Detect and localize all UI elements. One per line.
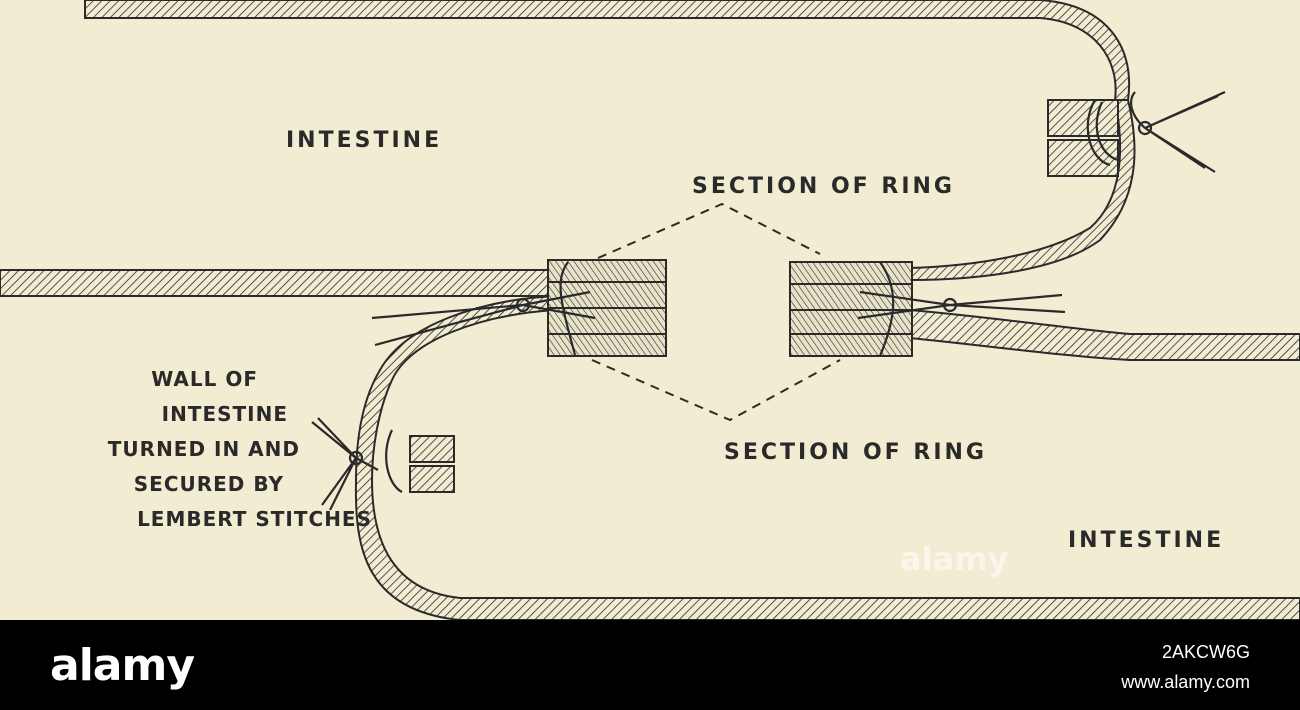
wall-note-line: WALL OF [151, 367, 258, 391]
ring-section-left [547, 259, 667, 357]
intestine-label-top: INTESTINE [286, 128, 443, 153]
wall-note-line: INTESTINE [161, 402, 288, 426]
anastomosis-diagram: INTESTINE SECTION OF RING SECTION OF RIN… [0, 0, 1300, 620]
wall-note-line: SECURED BY [133, 472, 284, 496]
ring-pointer-lines [591, 202, 841, 422]
intestine-wall-right [909, 308, 1300, 361]
brand-logo[interactable]: alamy [50, 640, 195, 691]
intestine-wall-left [0, 269, 1300, 620]
ring-section-right [789, 261, 913, 357]
wall-note-line: LEMBERT STITCHES [137, 507, 372, 531]
watermark: alamy [900, 540, 1009, 578]
intestine-label-bottom: INTESTINE [1068, 528, 1225, 553]
wall-note-line: TURNED IN AND [107, 437, 300, 461]
image-id-text: 2AKCW6G [1161, 642, 1250, 662]
section-of-ring-label-top: SECTION OF RING [692, 174, 955, 199]
diagram-drawing [0, 0, 1300, 620]
site-url-link[interactable]: www.alamy.com [1121, 672, 1250, 692]
lembert-stitches [311, 90, 1226, 511]
stock-footer-bar: alamy 2AKCW6G www.alamy.com [0, 620, 1300, 710]
section-of-ring-label-bottom: SECTION OF RING [724, 440, 987, 465]
wall-of-intestine-note: WALL OF INTESTINE TURNED IN AND SECURED … [0, 362, 372, 537]
intestine-wall-upper [84, 0, 1136, 282]
